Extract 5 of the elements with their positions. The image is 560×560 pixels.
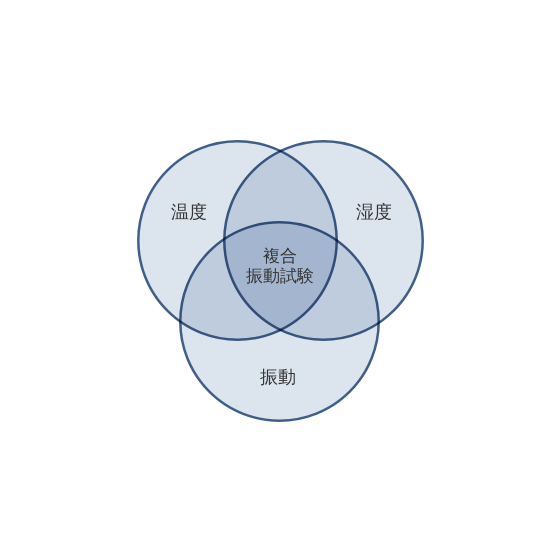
circle-label: 湿度 — [356, 202, 392, 224]
venn-circle — [179, 221, 380, 422]
circle-label: 振動 — [260, 367, 296, 389]
circle-label: 温度 — [171, 202, 207, 224]
intersection-label: 複合振動試験 — [245, 246, 315, 288]
